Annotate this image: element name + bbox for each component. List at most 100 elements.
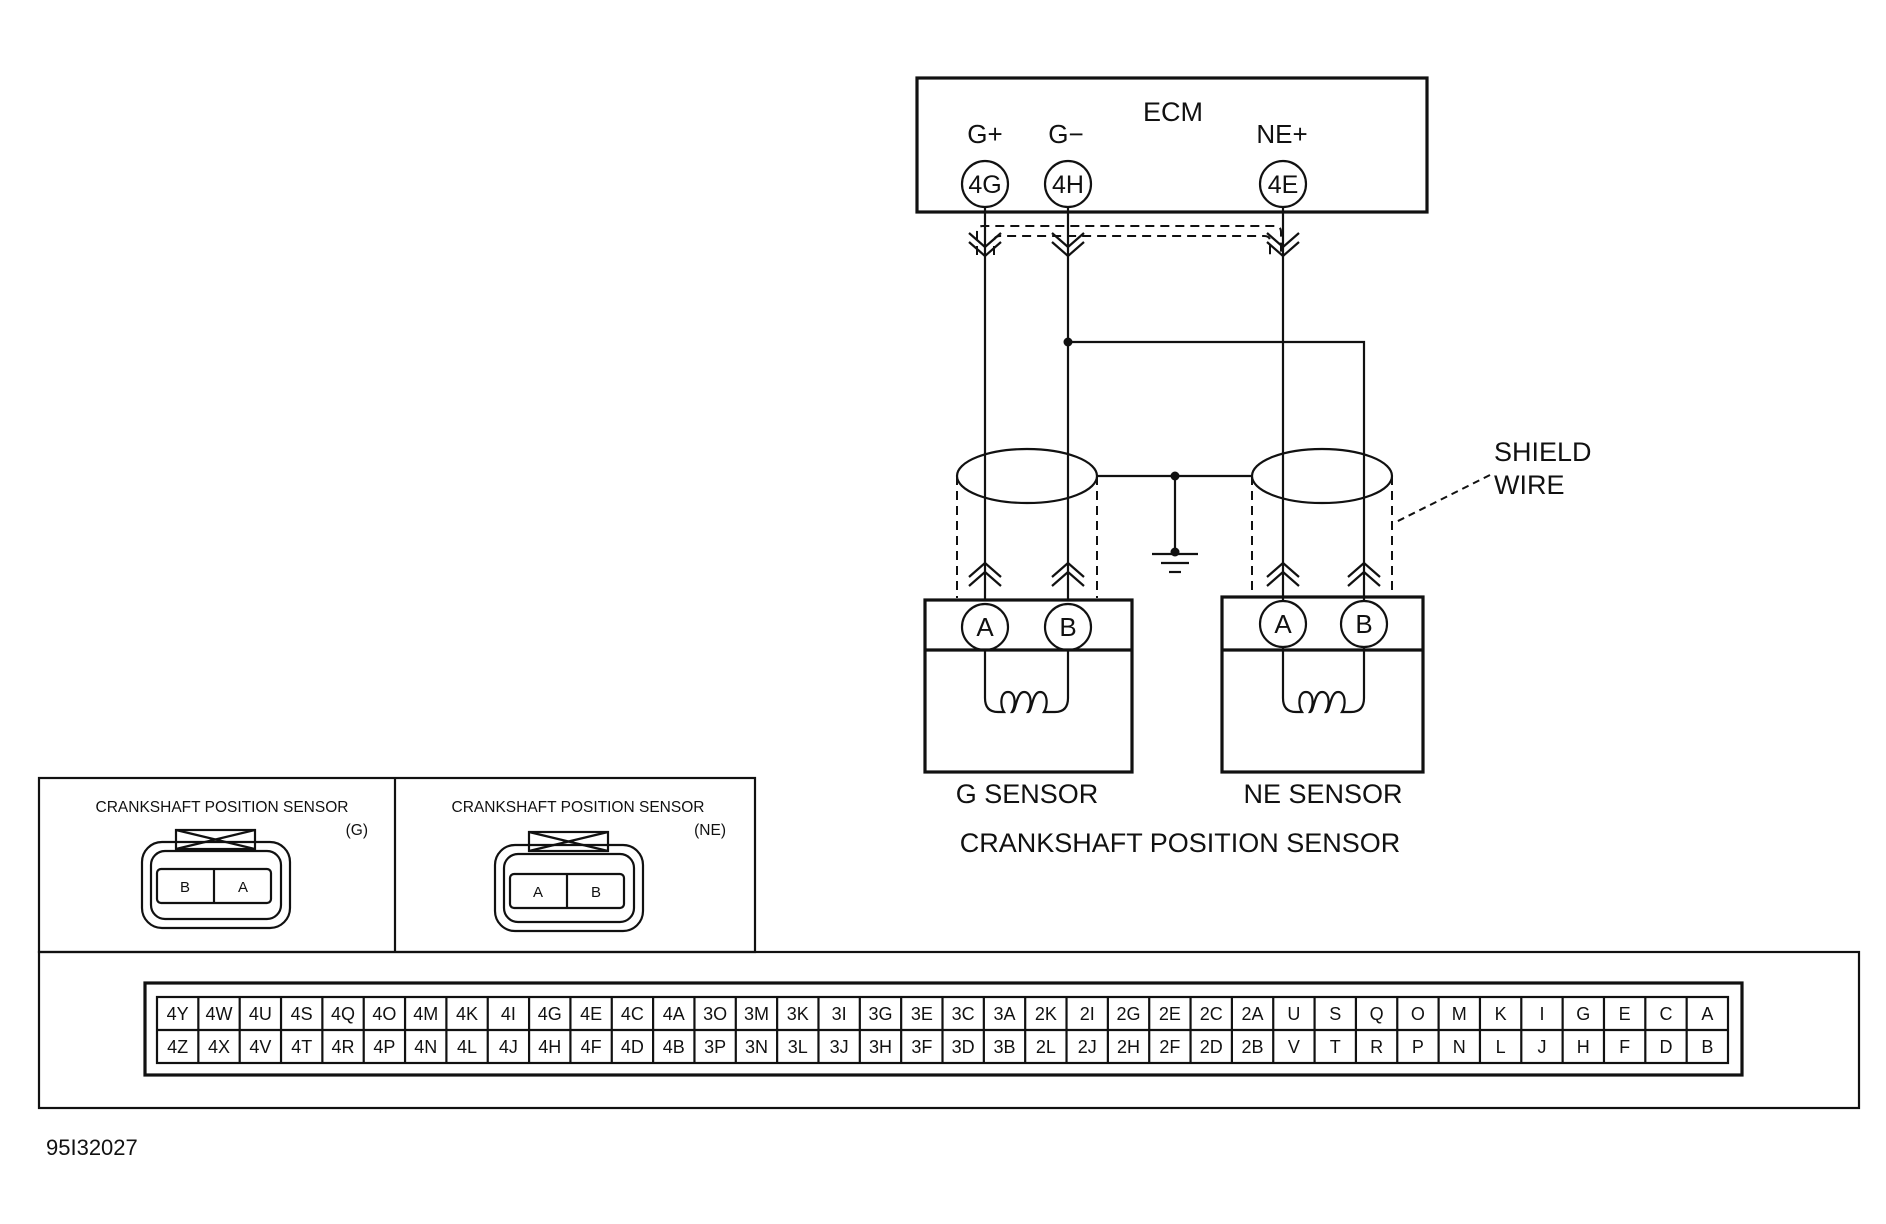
ecm-connector-pin-4n: 4N [414,1037,437,1057]
ecm-pin-label-g-minus: G− [1048,119,1083,149]
connector-view-g-subtitle: (G) [346,822,368,839]
ne-sensor-terminal-b-label: B [1355,609,1372,639]
ecm-connector-pin-4u: 4U [249,1004,272,1024]
ecm-terminal-4e-label: 4E [1268,171,1299,199]
ground-symbol [1097,471,1252,574]
shield-wire-label-line2: WIRE [1494,470,1565,500]
shield-wire-g [955,447,1099,598]
ecm-connector-pin-u: U [1287,1004,1300,1024]
ecm-connector-pin-3k: 3K [787,1004,809,1024]
ecm-connector-pin-4a: 4A [663,1004,685,1024]
ecm-connector-pin-3p: 3P [704,1037,726,1057]
shield-wire-leader [1393,474,1491,524]
ecm-connector-pin-t: T [1330,1037,1341,1057]
g-sensor-coil-icon [983,650,1070,714]
ecm-connector-pin-3f: 3F [911,1037,932,1057]
signal-wires [983,207,1366,600]
ecm-connector-pin-2f: 2F [1159,1037,1180,1057]
ecm-connector-pin-4p: 4P [373,1037,395,1057]
ecm-connector-pin-p: P [1412,1037,1424,1057]
ecm-connector-pin-3i: 3I [832,1004,847,1024]
ecm-pin-label-g-plus: G+ [967,119,1002,149]
ecm-connector-pin-2b: 2B [1242,1037,1264,1057]
ecm-block: ECM G+ G− NE+ 4G 4H 4E [915,76,1429,214]
ecm-connector-pin-a: A [1701,1004,1713,1024]
ecm-connector-pin-v: V [1288,1037,1300,1057]
assembly-label: CRANKSHAFT POSITION SENSOR [960,828,1401,858]
ecm-connector-pin-2e: 2E [1159,1004,1181,1024]
ecm-connector-pin-r: R [1370,1037,1383,1057]
ne-sensor-coil-icon [1281,647,1366,714]
ecm-connector-pin-j: J [1537,1037,1546,1057]
ecm-connector-pin-2i: 2I [1080,1004,1095,1024]
shield-upper [976,225,1282,255]
g-sensor-terminal-b-label: B [1059,612,1076,642]
connector-view-g-title: CRANKSHAFT POSITION SENSOR [96,799,349,816]
ecm-connector-pin-2a: 2A [1242,1004,1264,1024]
ecm-connector-pin-4f: 4F [581,1037,602,1057]
ecm-connector-pin-4y: 4Y [167,1004,189,1024]
ecm-connector-pin-4h: 4H [538,1037,561,1057]
g-sensor-label: G SENSOR [956,779,1099,809]
ecm-connector-pin-4l: 4L [457,1037,477,1057]
ecm-connector-pin-2d: 2D [1200,1037,1223,1057]
ecm-connector-pin-h: H [1577,1037,1590,1057]
ecm-connector-pin-4d: 4D [621,1037,644,1057]
ecm-connector-pin-3g: 3G [868,1004,892,1024]
ecm-connector-pin-c: C [1659,1004,1672,1024]
ecm-connector-pin-2g: 2G [1117,1004,1141,1024]
ecm-connector-pin-3b: 3B [993,1037,1015,1057]
connector-view-ne-subtitle: (NE) [694,822,726,839]
connector-view-g-pin-2: A [238,879,248,896]
ecm-connector-pin-3m: 3M [744,1004,769,1024]
g-sensor: A B G SENSOR [923,598,1134,809]
ecm-connector-pin-4s: 4S [291,1004,313,1024]
connector-view-g-pin-1: B [180,879,190,896]
connector-view-g: CRANKSHAFT POSITION SENSOR (G) B A [96,799,368,930]
ecm-connector-pin-4b: 4B [663,1037,685,1057]
ecm-connector-pin-3o: 3O [703,1004,727,1024]
ecm-connector-pin-3a: 3A [993,1004,1015,1024]
ecm-connector-pin-4v: 4V [249,1037,271,1057]
ecm-connector-pin-q: Q [1370,1004,1384,1024]
ecm-connector-pin-3e: 3E [911,1004,933,1024]
ecm-connector-pin-4e: 4E [580,1004,602,1024]
ecm-connector-pin-3l: 3L [788,1037,808,1057]
ne-sensor-terminal-a-label: A [1274,609,1292,639]
ecm-connector-pin-4g: 4G [538,1004,562,1024]
ecm-connector-pin-4c: 4C [621,1004,644,1024]
ecm-connector-pin-4t: 4T [291,1037,312,1057]
g-sensor-terminal-a-label: A [976,612,994,642]
connector-view-ne-title: CRANKSHAFT POSITION SENSOR [452,799,705,816]
ecm-connector-pin-4m: 4M [413,1004,438,1024]
ecm-title: ECM [1143,97,1203,127]
ecm-connector-pin-m: M [1452,1004,1467,1024]
ecm-connector-pin-i: I [1539,1004,1544,1024]
shield-wire-ne [1250,447,1394,598]
ecm-connector-pin-g: G [1576,1004,1590,1024]
ecm-connector-pin-4r: 4R [332,1037,355,1057]
ecm-connector-pin-b: B [1701,1037,1713,1057]
ecm-connector-pin-2j: 2J [1078,1037,1097,1057]
splice-dot [1063,337,1073,347]
shield-wire-label-line1: SHIELD [1494,437,1592,467]
ecm-connector-pin-4o: 4O [372,1004,396,1024]
ecm-connector-pin-2l: 2L [1036,1037,1056,1057]
ecm-connector-pin-3n: 3N [745,1037,768,1057]
ecm-connector-pin-4w: 4W [206,1004,233,1024]
ecm-connector-pin-4q: 4Q [331,1004,355,1024]
ecm-connector-pin-f: F [1619,1037,1630,1057]
connector-view-ne-pin-1: A [533,884,543,901]
ecm-connector-pin-k: K [1495,1004,1507,1024]
ecm-connector-pin-3j: 3J [830,1037,849,1057]
ecm-connector-pin-s: S [1329,1004,1341,1024]
ecm-connector-pin-o: O [1411,1004,1425,1024]
ne-sensor: A B NE SENSOR [1220,595,1425,809]
ecm-connector-pin-d: D [1659,1037,1672,1057]
ecm-connector-pin-4k: 4K [456,1004,478,1024]
ecm-terminal-4h-label: 4H [1052,171,1084,199]
connector-view-g-outer-shell [140,840,292,930]
ecm-connector-pin-4z: 4Z [167,1037,188,1057]
